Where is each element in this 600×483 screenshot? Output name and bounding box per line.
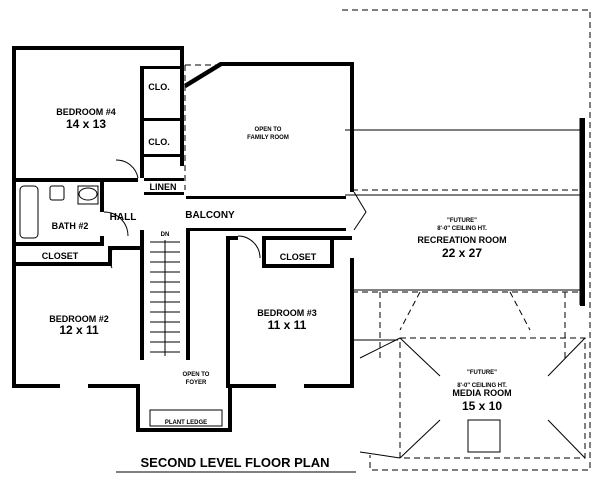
media-size: 15 x 10 <box>462 399 502 413</box>
open-family-label-line2: FAMILY ROOM <box>247 135 289 141</box>
bedroom3-name: BEDROOM #3 <box>257 308 317 318</box>
future-area-outline <box>184 9 591 471</box>
closet-left-label: CLOSET <box>42 251 79 261</box>
bedroom3-size: 11 x 11 <box>268 318 307 332</box>
bath2-label: BATH #2 <box>52 221 89 231</box>
bedroom4-size: 14 x 13 <box>66 117 106 131</box>
stair-dn-label: DN <box>161 232 170 238</box>
open-foyer-label-line1: OPEN TO <box>183 372 210 378</box>
bath-fixtures <box>19 185 99 239</box>
linen-label: LINEN <box>150 182 177 192</box>
media-ceiling: 8'-0" CEILING HT. <box>457 383 507 389</box>
doors <box>103 159 367 269</box>
media-future: "FUTURE" <box>467 370 497 376</box>
balcony-label: BALCONY <box>185 210 235 221</box>
bedroom4-name: BEDROOM #4 <box>56 107 116 117</box>
recreation-size: 22 x 27 <box>442 246 482 260</box>
plan-title: SECOND LEVEL FLOOR PLAN <box>141 455 330 470</box>
recreation-future: "FUTURE" <box>447 218 477 224</box>
plant-ledge-shelf <box>149 409 223 427</box>
bedroom2-name: BEDROOM #2 <box>49 314 109 324</box>
clo-lower-label: CLO. <box>148 137 170 147</box>
media-name: MEDIA ROOM <box>452 388 511 398</box>
hall-label: HALL <box>110 212 137 223</box>
recreation-ceiling: 8'-0" CEILING HT. <box>437 226 487 232</box>
clo-upper-label: CLO. <box>148 82 170 92</box>
room-labels: BEDROOM #4 14 x 13 CLO. CLO. LINEN BATH … <box>42 82 512 426</box>
bedroom2-size: 12 x 11 <box>59 323 99 337</box>
open-family-label-line1: OPEN TO <box>255 127 282 133</box>
recreation-name: RECREATION ROOM <box>417 235 506 245</box>
walls <box>12 46 585 432</box>
plant-ledge-label: PLANT LEDGE <box>165 420 207 426</box>
closet-right-label: CLOSET <box>280 252 317 262</box>
stairs <box>150 240 180 356</box>
open-foyer-label-line2: FOYER <box>186 380 207 386</box>
